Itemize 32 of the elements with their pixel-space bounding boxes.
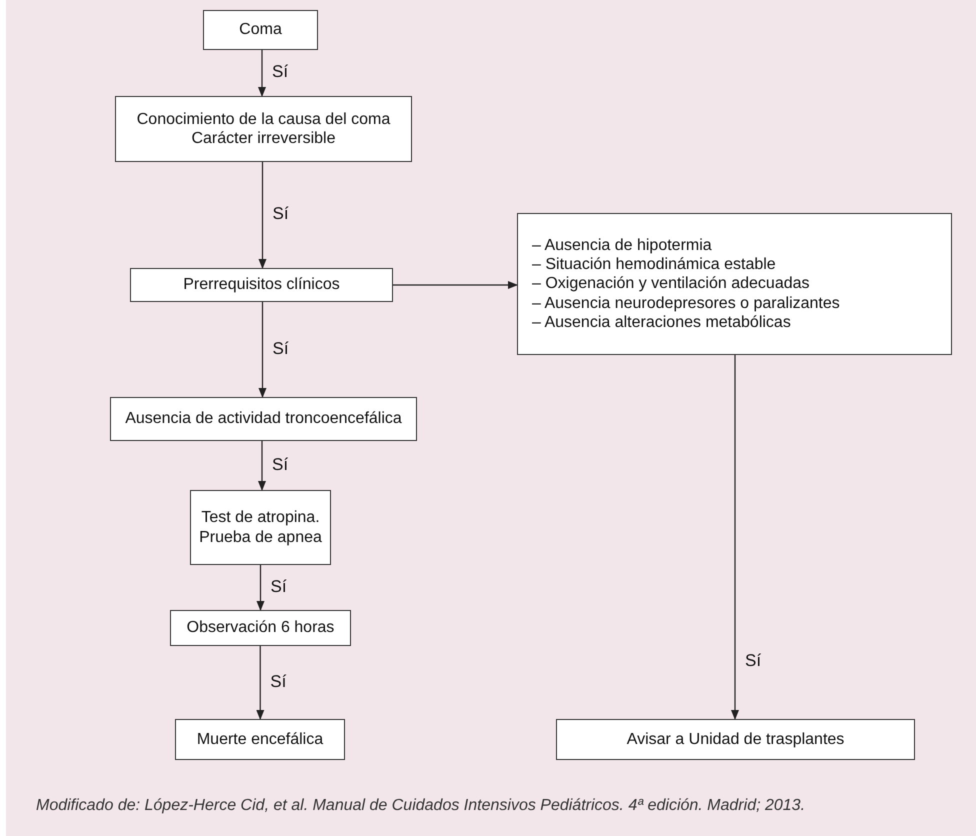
list-item: – Oxigenación y ventilación adecuadas — [532, 274, 810, 294]
box-text: Ausencia de actividad troncoencefálica — [125, 409, 402, 429]
process-box — [203, 10, 318, 50]
process-box — [517, 213, 952, 355]
caption: Modificado de: López-Herce Cid, et al. Manual de Cuidados Intensivos Pediátricos. 4ª edición. Madrid; 2013. — [36, 796, 806, 816]
box-text: Muerte encefálica — [196, 730, 324, 750]
process-box — [175, 719, 345, 760]
arrow — [258, 50, 266, 97]
box-text: Carácter irreversible — [191, 129, 336, 148]
list-item: – Ausencia alteraciones metabólicas — [532, 312, 791, 332]
process-box — [170, 610, 351, 646]
process-box — [115, 96, 412, 162]
process-box — [190, 490, 331, 565]
box-text: Observación 6 horas — [186, 618, 334, 638]
box-text: Conocimiento de la causa del coma — [136, 110, 390, 129]
arrow — [393, 281, 518, 289]
process-box — [110, 397, 417, 441]
arrow — [256, 565, 264, 611]
list-item: – Situación hemodinámica estable — [532, 255, 776, 274]
arrow — [258, 441, 266, 491]
box-text: Test de atropina. Prueba de apnea — [198, 508, 323, 547]
arrow — [258, 162, 266, 269]
arrow — [256, 646, 264, 720]
process-box — [130, 268, 393, 302]
box-text: Avisar a Unidad de trasplantes — [626, 730, 844, 750]
list-item: – Ausencia neurodepresores o paralizantes — [532, 294, 840, 313]
box-text: Prerrequisitos clínicos — [183, 275, 340, 295]
list-item: – Ausencia de hipotermia — [532, 236, 712, 256]
arrow — [258, 302, 266, 398]
arrow — [731, 355, 739, 720]
box-text: Coma — [239, 20, 282, 40]
process-box — [556, 719, 915, 760]
